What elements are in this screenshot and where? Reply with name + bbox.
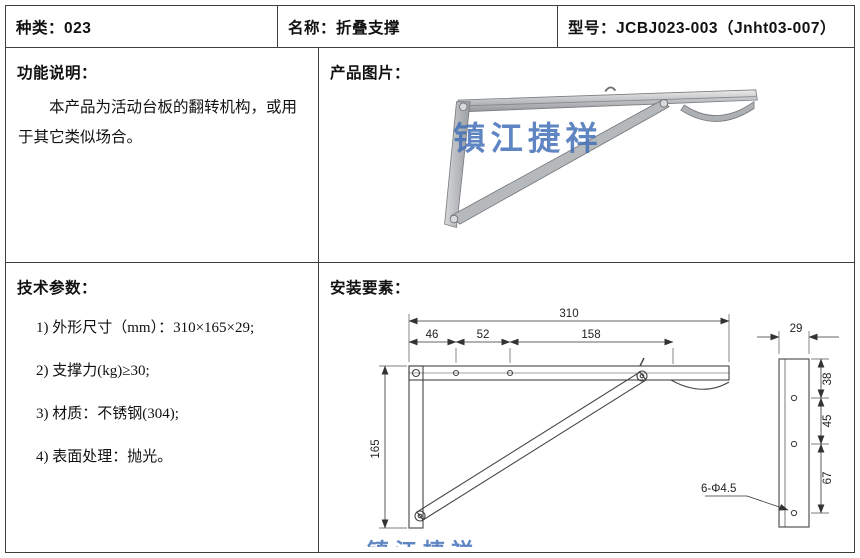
category-cell: 种类：023: [6, 6, 278, 47]
front-lever: [670, 379, 730, 390]
datasheet: 种类：023 名称：折叠支撑 型号：JCBJ023-003（Jnht03-007…: [5, 5, 855, 553]
tech-list: 1) 外形尺寸（mm）：310×165×29; 2) 支撑力(kg)≥30; 3…: [6, 298, 318, 466]
function-cell: 功能说明： 本产品为活动台板的翻转机构，或用于其它类似场合。: [6, 48, 319, 262]
dimension-lines: [381, 317, 839, 529]
bottom-row: 技术参数： 1) 外形尺寸（mm）：310×165×29; 2) 支撑力(kg)…: [6, 263, 854, 552]
category-label: 种类：023: [16, 19, 92, 37]
bracket-photo-svg: 镇江捷祥: [444, 86, 758, 229]
dim-46: 46: [426, 329, 439, 341]
tech-item-finish: 4) 表面处理：抛光。: [36, 449, 173, 465]
tech-params-cell: 技术参数： 1) 外形尺寸（mm）：310×165×29; 2) 支撑力(kg)…: [6, 263, 319, 552]
install-drawing-svg: 310 46 52 158 165 29 38 45 67 6-Φ4.5 镇江捷…: [367, 308, 839, 552]
function-title: 功能说明：: [17, 65, 98, 82]
side-view: [778, 358, 810, 528]
name-label: 名称：折叠支撑: [288, 19, 401, 37]
extension-lines: [379, 314, 829, 529]
front-plate: [408, 365, 424, 529]
dim-67: 67: [822, 472, 834, 485]
installation-cell: 安装要素：: [319, 263, 854, 552]
latch-mark: [639, 357, 645, 367]
watermark-partial: 镇江捷祥: [367, 539, 479, 547]
dim-total-width: 310: [559, 308, 578, 320]
rivet: [659, 99, 669, 108]
dim-158: 158: [581, 329, 600, 341]
tech-item-material: 3) 材质：不锈钢(304);: [36, 406, 179, 422]
model-label: 型号：JCBJ023-003（Jnht03-007）: [568, 19, 836, 37]
function-body: 本产品为活动台板的翻转机构，或用于其它类似场合。: [18, 99, 298, 146]
release-lever: [680, 100, 755, 122]
dimension-labels: 310 46 52 158 165 29 38 45 67 6-Φ4.5: [370, 308, 834, 495]
dim-holes: 6-Φ4.5: [701, 483, 736, 495]
installation-drawing: 310 46 52 158 165 29 38 45 67 6-Φ4.5 镇江捷…: [349, 291, 849, 552]
model-cell: 型号：JCBJ023-003（Jnht03-007）: [558, 6, 854, 47]
product-photo-cell: 产品图片：: [319, 48, 854, 262]
tech-item-dimensions: 1) 外形尺寸（mm）：310×165×29;: [36, 320, 255, 336]
tech-title: 技术参数：: [17, 280, 98, 297]
tech-item-load: 2) 支撑力(kg)≥30;: [36, 363, 150, 379]
bracket-diagonal-brace: [450, 99, 670, 225]
watermark-text: 镇江捷祥: [453, 120, 603, 156]
rivet: [449, 214, 459, 224]
dim-52: 52: [477, 329, 490, 341]
mount-hole: [790, 394, 798, 402]
header-row: 种类：023 名称：折叠支撑 型号：JCBJ023-003（Jnht03-007…: [6, 6, 854, 48]
front-view: [408, 357, 730, 529]
middle-row: 功能说明： 本产品为活动台板的翻转机构，或用于其它类似场合。 产品图片：: [6, 48, 854, 263]
dim-45: 45: [822, 415, 834, 428]
product-photo-illustration: 镇江捷祥: [414, 66, 788, 241]
install-title: 安装要素：: [330, 280, 411, 297]
side-plate: [778, 358, 810, 528]
rivet: [459, 102, 468, 112]
latch-hook: [604, 86, 617, 93]
mount-hole: [790, 509, 798, 517]
dim-height-165: 165: [370, 439, 382, 458]
dim-38: 38: [822, 373, 834, 386]
front-brace: [416, 371, 647, 521]
bracket-vertical-plate: [444, 101, 471, 229]
dim-depth-29: 29: [790, 323, 803, 335]
name-cell: 名称：折叠支撑: [278, 6, 558, 47]
photo-title: 产品图片：: [330, 65, 411, 82]
mount-hole: [790, 440, 798, 448]
